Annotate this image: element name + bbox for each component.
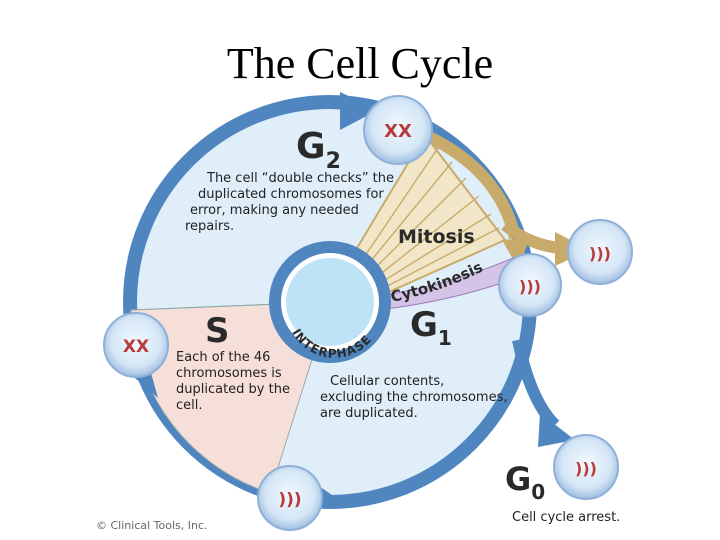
page-title: The Cell Cycle [226,39,494,88]
cell-s-icon: XX [103,312,169,378]
mitosis-label: Mitosis [398,226,475,248]
g1-label: G1 [410,305,452,350]
center-cell [286,258,374,346]
g2-label: G2 [296,126,341,174]
svg-text:))): ))) [278,490,301,510]
g0-label: G0 [505,460,545,504]
credit-text: © Clinical Tools, Inc. [96,519,208,532]
g1-description: Cellular contents, excluding the chromos… [320,374,512,421]
svg-text:))): ))) [519,277,541,296]
svg-text:XX: XX [384,121,412,142]
g0-arrow [512,338,560,430]
svg-text:))): ))) [589,244,611,263]
cell-exit-icon: ))) [567,219,633,285]
svg-text:))): ))) [575,459,597,478]
s-description: Each of the 46 chromosomes is duplicated… [176,350,294,413]
g2-description: The cell “double checks” the duplicated … [185,171,398,234]
cell-g1-icon: ))) [498,253,562,317]
cell-g2-icon: XX [363,95,433,165]
g0-description: Cell cycle arrest. [512,510,620,525]
s-label: S [205,311,230,351]
cell-bottom-icon: ))) [257,465,323,531]
ring-arrow-top-icon [340,92,378,130]
svg-text:XX: XX [123,337,149,357]
mitosis-arrow-head [502,238,530,268]
g0-arrow-head [538,413,575,447]
cell-g0-icon: ))) [553,434,619,500]
